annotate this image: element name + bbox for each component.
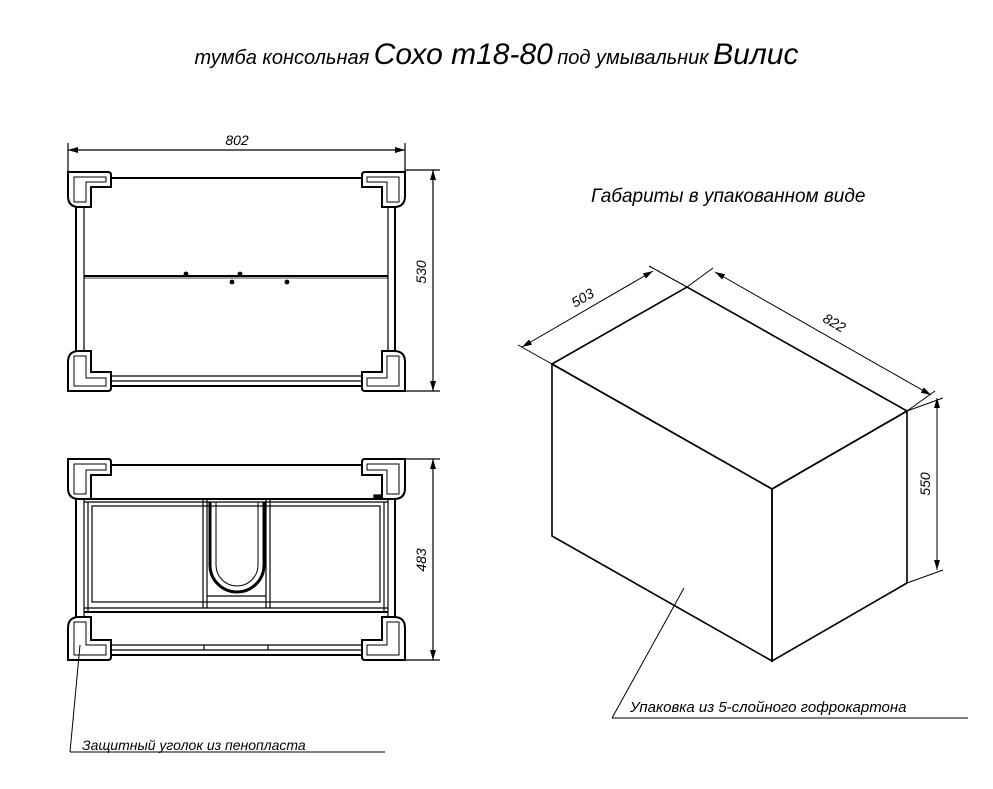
- package-width-dimension-line: [714, 271, 932, 396]
- foam-corner-label: Защитный уголок из пенопласта: [82, 737, 306, 753]
- package-heading: Габариты в упакованном виде: [591, 186, 866, 207]
- package-height-label: 550: [917, 472, 933, 496]
- package-material-leader: [611, 587, 685, 719]
- front-foam-corner-top-left: [67, 458, 112, 500]
- package-side-face: [771, 409, 908, 663]
- front-foam-corner-top-right: [361, 458, 406, 500]
- front-view: [67, 458, 440, 753]
- foam-corner-bottom-right: [361, 350, 406, 392]
- drawing-title: тумба консольная Сохо т18-80 под умываль…: [0, 38, 993, 72]
- title-part-1: тумба консольная: [194, 47, 370, 69]
- foam-corner-bottom-left: [67, 350, 112, 392]
- top-width-label: 802: [225, 132, 249, 148]
- foam-corner-leader: [69, 644, 81, 753]
- package-top-face: [550, 286, 909, 490]
- top-view: [67, 143, 440, 392]
- package-front-face: [551, 362, 773, 663]
- siphon-cutout: [208, 502, 266, 594]
- package-depth-dimension-line: [521, 270, 654, 348]
- foam-corner-top-right: [361, 171, 406, 208]
- package-width-label: 822: [820, 310, 848, 336]
- title-sink: Вилис: [713, 38, 799, 71]
- package-material-label: Упаковка из 5-слойного гофрокартона: [630, 699, 907, 716]
- top-depth-label: 530: [413, 260, 429, 284]
- front-foam-corner-bottom-left: [67, 616, 112, 661]
- title-model: Сохо т18-80: [373, 38, 553, 71]
- title-part-3: под умывальник: [557, 47, 709, 69]
- package-box: [517, 265, 968, 719]
- front-height-label: 483: [413, 548, 429, 572]
- front-foam-corner-bottom-right: [361, 616, 406, 661]
- foam-corner-top-left: [67, 171, 112, 208]
